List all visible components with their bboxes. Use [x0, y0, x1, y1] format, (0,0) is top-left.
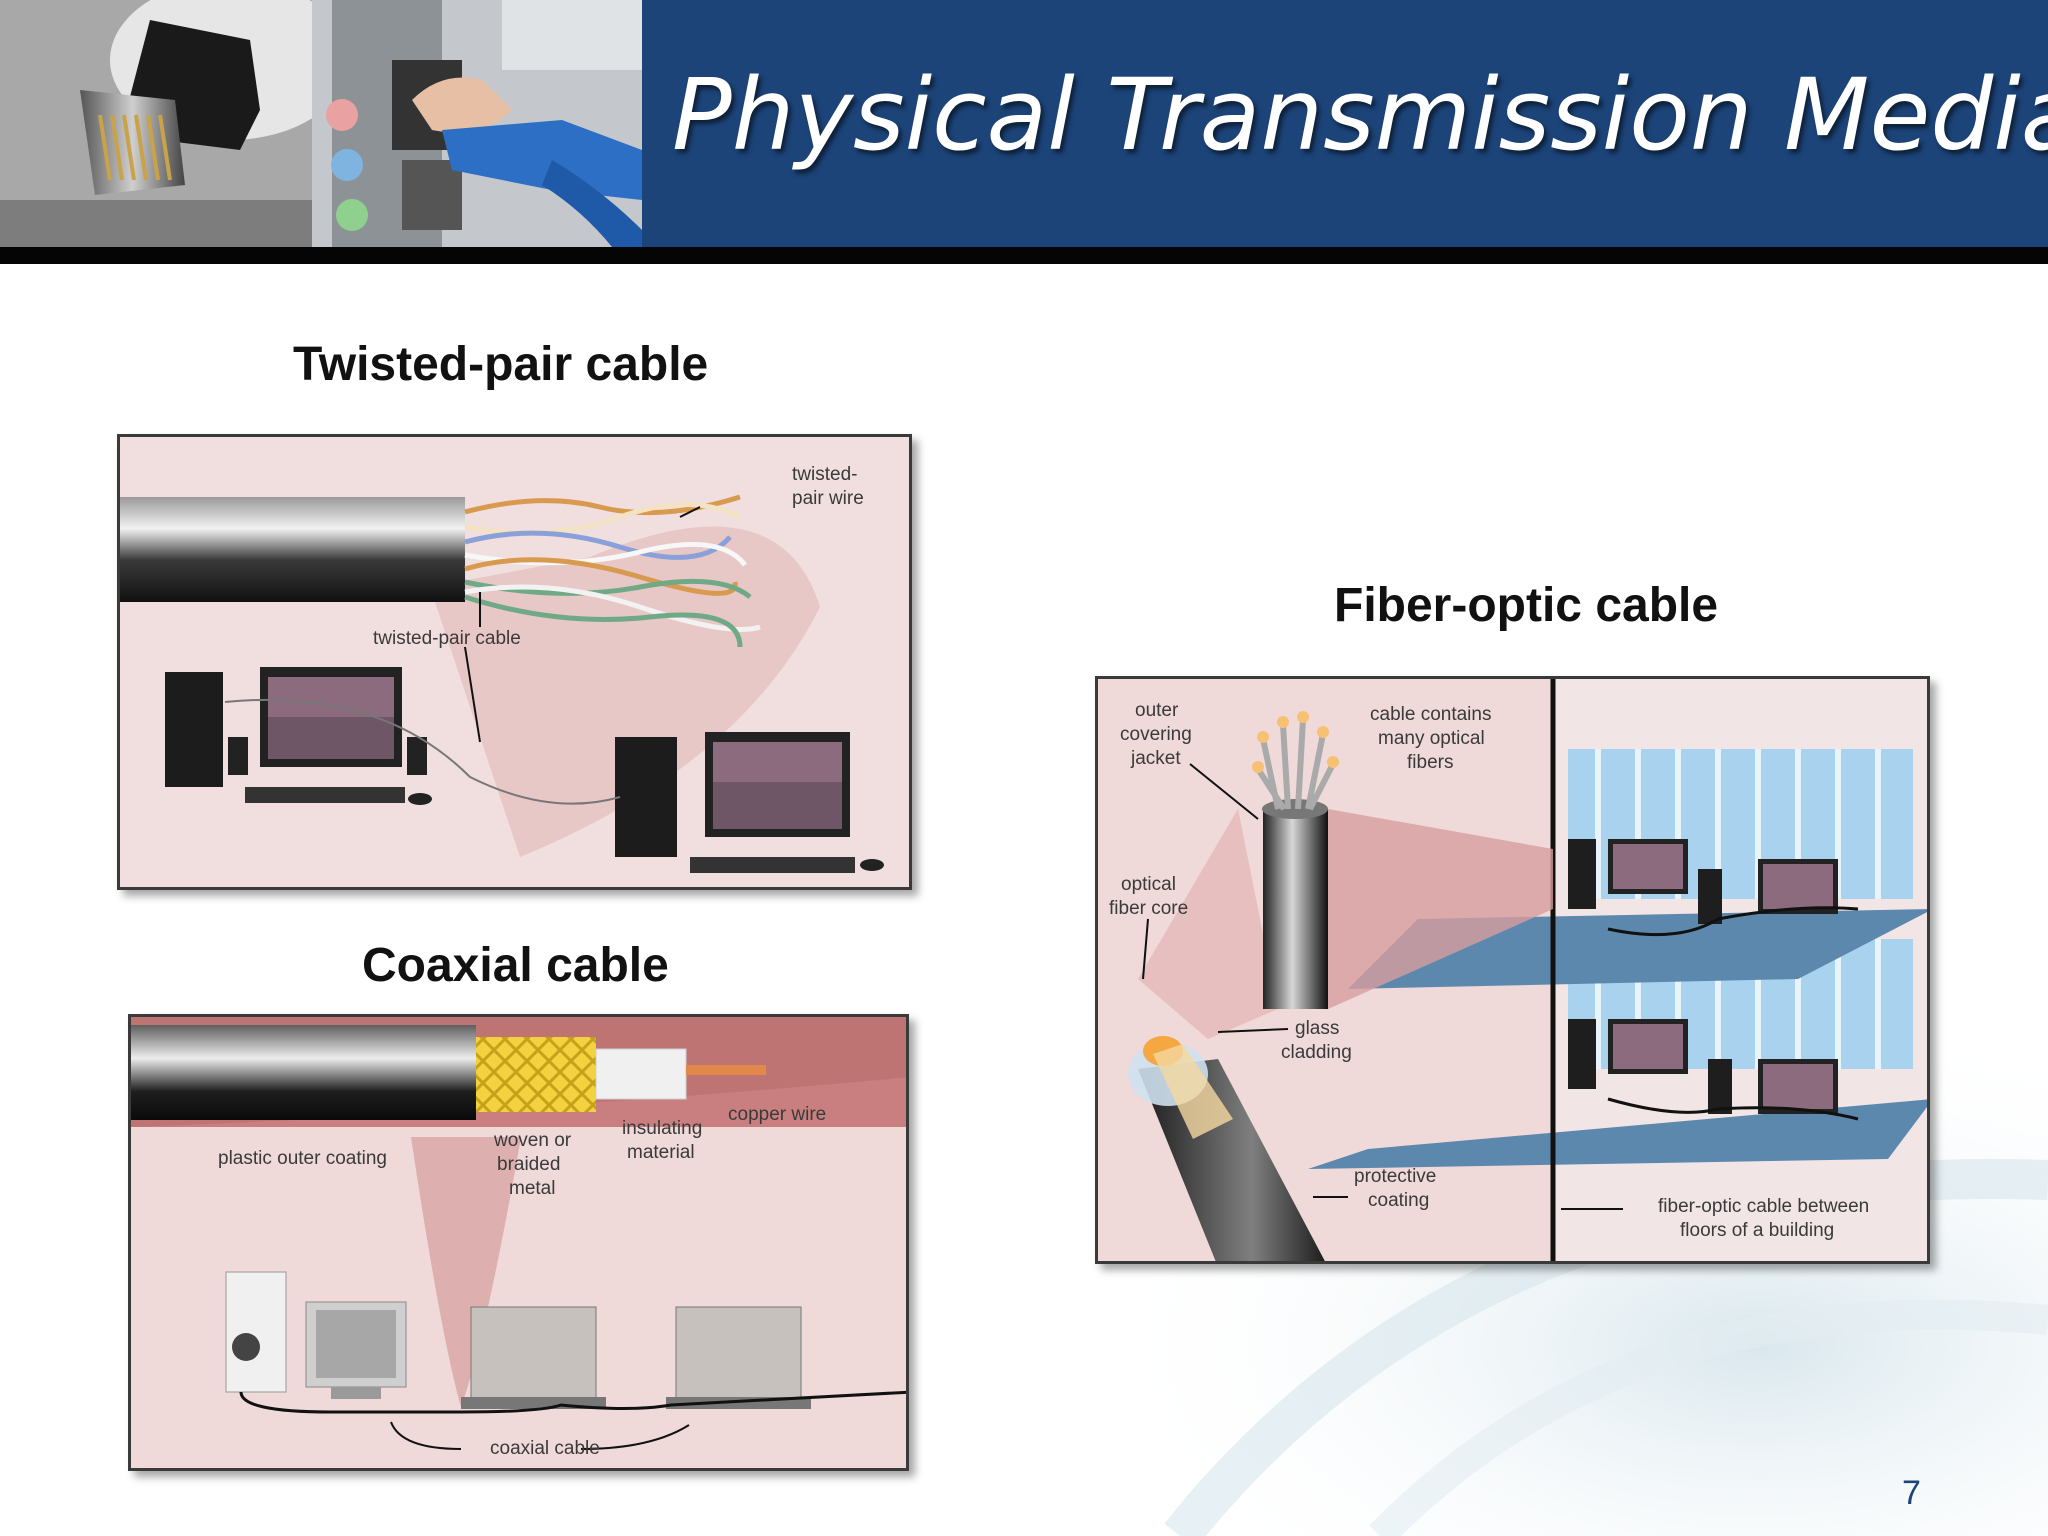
- twisted-pair-drawing: [120, 494, 884, 873]
- coaxial-illustration: plastic outer coating woven or braided m…: [128, 1014, 909, 1471]
- woven-label-1: woven or: [494, 1130, 572, 1151]
- fiber-between-floors-label-1: fiber-optic cable between: [1658, 1196, 1870, 1217]
- protective-coating-label-1: protective: [1354, 1166, 1437, 1187]
- title-bar: [642, 0, 2048, 247]
- twisted-pair-cable-label: twisted-pair cable: [373, 628, 521, 649]
- coaxial-cable-label: coaxial cable: [490, 1438, 600, 1459]
- protective-coating-label-2: coating: [1368, 1190, 1430, 1211]
- twisted-pair-illustration: twisted- pair wire twisted-pair cable: [117, 434, 912, 890]
- coaxial-drawing: [131, 1017, 906, 1468]
- glass-cladding-label-1: glass: [1295, 1018, 1340, 1039]
- insulating-label-1: insulating: [622, 1118, 703, 1139]
- cable-contains-label-3: fibers: [1407, 752, 1454, 773]
- optical-fiber-core-label-2: fiber core: [1109, 898, 1189, 919]
- cable-contains-label-2: many optical: [1378, 728, 1485, 749]
- copper-wire-label: copper wire: [728, 1104, 827, 1125]
- outer-covering-label-2: covering: [1120, 724, 1192, 745]
- twisted-pair-wire-label-2: pair wire: [792, 488, 864, 509]
- fiber-between-floors-label-2: floors of a building: [1680, 1220, 1835, 1241]
- fiber-optic-illustration: outer covering jacket cable contains man…: [1095, 676, 1930, 1264]
- slide-title: Physical Transmission Media: [672, 58, 2048, 173]
- fiber-optic-heading: Fiber-optic cable: [1334, 579, 1719, 632]
- slide-header: Physical Transmission Media: [0, 0, 2048, 264]
- outer-covering-label-3: jacket: [1131, 748, 1181, 769]
- fiber-optic-drawing: [1098, 679, 1927, 1261]
- insulating-label-2: material: [627, 1142, 695, 1163]
- woven-label-2: braided: [497, 1154, 561, 1175]
- glass-cladding-label-2: cladding: [1281, 1042, 1352, 1063]
- cable-plugging-photo: [312, 0, 642, 247]
- twisted-pair-wire-label-1: twisted-: [792, 464, 858, 485]
- optical-fiber-core-label-1: optical: [1121, 874, 1176, 895]
- outer-covering-label-1: outer: [1135, 700, 1179, 721]
- plastic-outer-coating-label: plastic outer coating: [218, 1148, 387, 1169]
- coaxial-heading: Coaxial cable: [362, 939, 669, 992]
- header-divider: [0, 247, 2048, 264]
- woven-label-3: metal: [509, 1178, 556, 1199]
- cable-contains-label-1: cable contains: [1370, 704, 1492, 725]
- twisted-pair-heading: Twisted-pair cable: [293, 338, 709, 391]
- page-number: 7: [1902, 1474, 1921, 1512]
- ethernet-plug-photo: [0, 0, 312, 247]
